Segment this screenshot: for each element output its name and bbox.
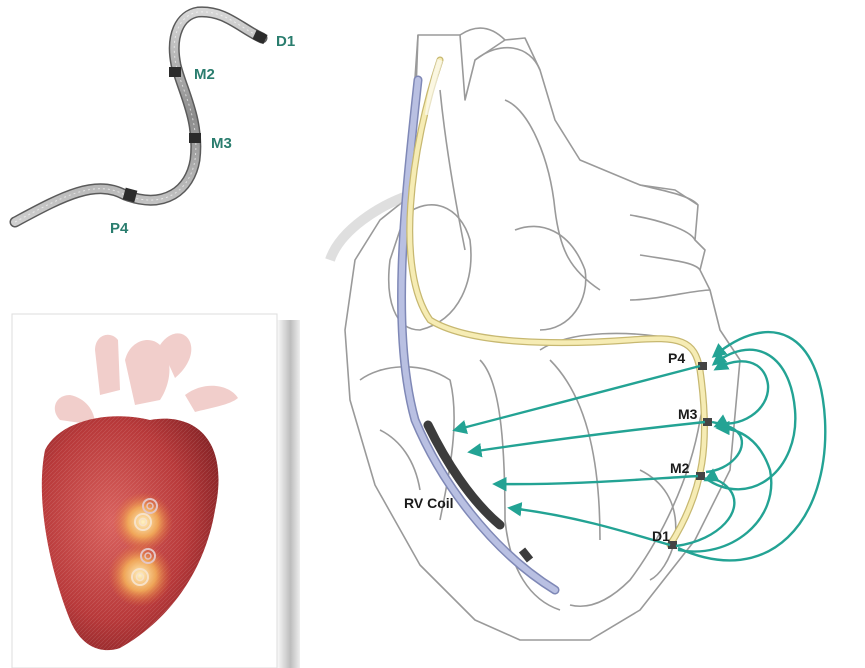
lead-label-d1: D1 bbox=[276, 33, 295, 50]
lead-body bbox=[15, 12, 262, 222]
arrow-m2-to-m3-loop bbox=[706, 425, 742, 472]
electrode-m2 bbox=[169, 67, 181, 77]
rv-lead-tip-electrode bbox=[522, 550, 530, 560]
lead-label-m2: M2 bbox=[194, 66, 215, 83]
quadripolar-lead-figure: D1 M2 M3 P4 bbox=[0, 0, 320, 240]
pacing-vector-arrows bbox=[455, 332, 825, 560]
frame-shadow bbox=[276, 320, 300, 668]
arrow-d1-to-m3-loop bbox=[678, 428, 771, 552]
heart-label-d1: D1 bbox=[652, 528, 670, 544]
arrow-m3-to-p4-loop bbox=[712, 361, 768, 423]
pericardium-band bbox=[330, 195, 410, 260]
heart-label-m3: M3 bbox=[678, 406, 698, 422]
lead-label-p4: P4 bbox=[110, 220, 129, 237]
lead-label-m3: M3 bbox=[211, 135, 232, 152]
heart-label-p4: P4 bbox=[668, 350, 685, 366]
heart-photo-illustration bbox=[0, 300, 300, 668]
arrow-d1-to-rv bbox=[510, 508, 670, 545]
heart-pacing-diagram: P4 M3 M2 D1 RV Coil bbox=[300, 0, 865, 668]
electrode-m3 bbox=[189, 133, 201, 143]
heart-label-m2: M2 bbox=[670, 460, 690, 476]
arrow-p4-to-rv bbox=[455, 366, 700, 430]
rv-coil-label: RV Coil bbox=[404, 495, 454, 511]
